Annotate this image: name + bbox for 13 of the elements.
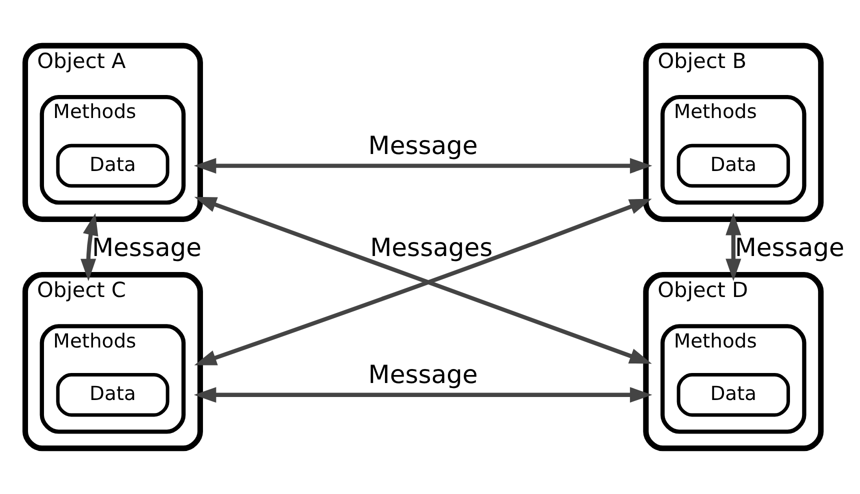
arrow: [726, 212, 742, 282]
arrow: [194, 387, 652, 403]
edge-label: Message: [368, 130, 478, 160]
edge-label: Messages: [370, 232, 493, 262]
node-box: Data: [676, 144, 790, 188]
arrow: [80, 213, 98, 282]
node-box: Data: [676, 373, 790, 417]
edge-label: Message: [734, 232, 844, 262]
edge-label: Message: [368, 360, 478, 389]
edge-label: Message: [92, 232, 202, 262]
node-box: Data: [56, 373, 170, 417]
arrow: [194, 158, 652, 174]
node-box: Data: [56, 144, 170, 188]
